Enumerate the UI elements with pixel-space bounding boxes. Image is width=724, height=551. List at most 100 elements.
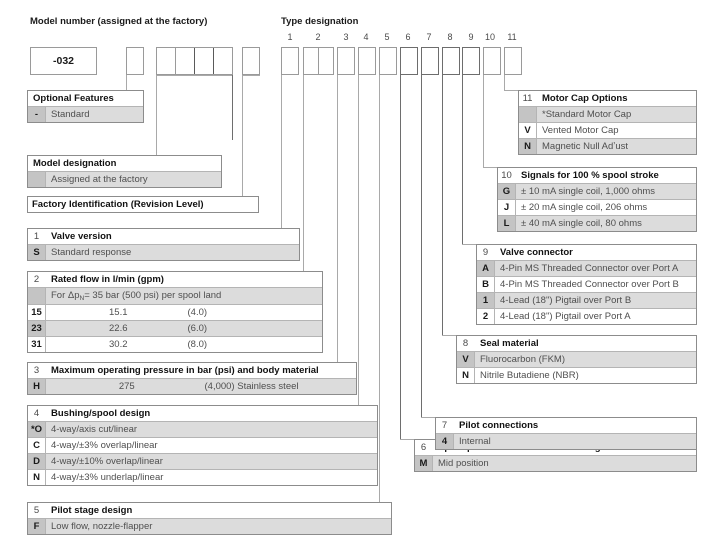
leader-model-designation-h bbox=[156, 75, 233, 76]
leader-2-v bbox=[303, 75, 304, 272]
td-box-4[interactable] bbox=[358, 47, 376, 75]
row-code: L bbox=[498, 216, 516, 231]
table-row[interactable]: *Standard Motor Cap bbox=[519, 106, 696, 122]
td-box-2[interactable] bbox=[303, 47, 334, 75]
table-row[interactable]: D 4-way/±10% overlap/linear bbox=[28, 453, 377, 469]
td-box-2-cell-1[interactable] bbox=[304, 48, 319, 74]
td-box-7[interactable] bbox=[421, 47, 439, 75]
table-row[interactable]: S Standard response bbox=[28, 244, 299, 260]
td-index-3: 3 bbox=[343, 32, 349, 42]
row-code: - bbox=[28, 107, 46, 122]
table-row[interactable]: Assigned at the factory bbox=[28, 171, 221, 187]
table-row: 3 Maximum operating pressure in bar (psi… bbox=[28, 363, 356, 378]
td-box-5[interactable] bbox=[379, 47, 397, 75]
td-box-11[interactable] bbox=[504, 47, 522, 75]
td-box-10[interactable] bbox=[483, 47, 501, 75]
table-max-pressure: 3 Maximum operating pressure in bar (psi… bbox=[27, 362, 357, 395]
table-row[interactable]: N Nitrile Butadiene (NBR) bbox=[457, 367, 696, 383]
table-valve-version: 1 Valve version S Standard response bbox=[27, 228, 300, 261]
table-row: 9 Valve connector bbox=[477, 245, 696, 260]
part-number-value: -032 bbox=[52, 55, 74, 67]
leader-optional-features-v bbox=[126, 75, 127, 91]
table-row[interactable]: V Vented Motor Cap bbox=[519, 122, 696, 138]
row-code: F bbox=[28, 519, 46, 534]
table-row[interactable]: L ± 40 mA single coil, 80 ohms bbox=[498, 215, 696, 231]
leader-factory-id-h bbox=[242, 75, 260, 76]
td-box-6[interactable] bbox=[400, 47, 418, 75]
leader-10-h bbox=[483, 167, 497, 168]
row-code: *O bbox=[28, 422, 46, 437]
row-desc: Fluorocarbon (FKM) bbox=[475, 352, 696, 367]
table-row[interactable]: G ± 10 mA single coil, 1,000 ohms bbox=[498, 183, 696, 199]
row-code: A bbox=[477, 261, 495, 276]
row-code: N bbox=[457, 368, 475, 383]
table-pilot-connections: 7 Pilot connections 4 Internal bbox=[435, 417, 697, 450]
table-row[interactable]: F Low flow, nozzle-flapper bbox=[28, 518, 391, 534]
table-row[interactable]: A 4-Pin MS Threaded Connector over Port … bbox=[477, 260, 696, 276]
row-code: D bbox=[28, 454, 46, 469]
leader-8-v bbox=[442, 75, 443, 336]
factory-identification-box[interactable] bbox=[242, 47, 260, 75]
table-row[interactable]: H 275 (4,000) Stainless steel bbox=[28, 378, 356, 394]
row-code: B bbox=[477, 277, 495, 292]
table-row: 1 Valve version bbox=[28, 229, 299, 244]
table-motor-cap: 11 Motor Cap Options *Standard Motor Cap… bbox=[518, 90, 697, 155]
optional-features-box[interactable] bbox=[126, 47, 144, 75]
td-box-3[interactable] bbox=[337, 47, 355, 75]
leader-4-v bbox=[358, 75, 359, 406]
table-model-designation: Model designation Assigned at the factor… bbox=[27, 155, 222, 188]
model-designation-cell-4[interactable] bbox=[214, 48, 232, 74]
model-designation-cell-2[interactable] bbox=[176, 48, 195, 74]
row-code: C bbox=[28, 438, 46, 453]
row-lpm: 15.1 bbox=[46, 305, 186, 320]
row-code: N bbox=[519, 139, 537, 154]
table-row[interactable]: B 4-Pin MS Threaded Connector over Port … bbox=[477, 276, 696, 292]
table-row[interactable]: 1 4-Lead (18") Pigtail over Port B bbox=[477, 292, 696, 308]
table-row[interactable]: J ± 20 mA single coil, 206 ohms bbox=[498, 199, 696, 215]
part-number-box[interactable]: -032 bbox=[30, 47, 97, 75]
model-designation-cell-1[interactable] bbox=[157, 48, 176, 74]
table-row[interactable]: 31 30.2 (8.0) bbox=[28, 336, 322, 352]
row-code: 2 bbox=[477, 309, 495, 324]
leader-8-h bbox=[442, 335, 456, 336]
leader-factory-id-v bbox=[242, 75, 243, 196]
row-desc: 4-way/axis cut/linear bbox=[46, 422, 377, 437]
leader-model-designation-v bbox=[156, 75, 157, 155]
model-designation-cell-3[interactable] bbox=[195, 48, 214, 74]
subheader-tail: per spool land bbox=[161, 290, 222, 301]
td-box-1[interactable] bbox=[281, 47, 299, 75]
table-row: 4 Bushing/spool design bbox=[28, 406, 377, 421]
subheader-mid: = 35 bar (500 psi) bbox=[84, 290, 159, 301]
table-row[interactable]: V Fluorocarbon (FKM) bbox=[457, 351, 696, 367]
section-number: 10 bbox=[498, 168, 516, 183]
signals-title: Signals for 100 % spool stroke bbox=[516, 168, 696, 183]
row-desc: 4-Pin MS Threaded Connector over Port B bbox=[495, 277, 696, 292]
row-desc: Vented Motor Cap bbox=[537, 123, 696, 138]
subheader-prefix: For Δp bbox=[51, 290, 80, 301]
row-code: M bbox=[415, 456, 433, 471]
leader-6-v bbox=[400, 75, 401, 440]
table-row[interactable]: *O 4-way/axis cut/linear bbox=[28, 421, 377, 437]
table-row[interactable]: N Magnetic Null Adʼust bbox=[519, 138, 696, 154]
td-box-2-cell-2[interactable] bbox=[319, 48, 333, 74]
table-row[interactable]: 15 15.1 (4.0) bbox=[28, 304, 322, 320]
table-row[interactable]: C 4-way/±3% overlap/linear bbox=[28, 437, 377, 453]
row-code bbox=[519, 107, 537, 122]
section-number: 8 bbox=[457, 336, 475, 351]
row-desc: 4-way/±3% underlap/linear bbox=[46, 470, 377, 485]
table-row[interactable]: 2 4-Lead (18") Pigtail over Port A bbox=[477, 308, 696, 324]
table-row[interactable]: N 4-way/±3% underlap/linear bbox=[28, 469, 377, 485]
td-box-9[interactable] bbox=[462, 47, 480, 75]
table-row: For ΔpN= 35 bar (500 psi) per spool land bbox=[28, 287, 322, 304]
row-code: N bbox=[28, 470, 46, 485]
table-row[interactable]: 4 Internal bbox=[436, 433, 696, 449]
leader-6-h bbox=[400, 439, 414, 440]
table-row[interactable]: - Standard bbox=[28, 106, 143, 122]
td-index-6: 6 bbox=[405, 32, 411, 42]
table-row[interactable]: M Mid position bbox=[415, 455, 696, 471]
row-lpm: 30.2 bbox=[46, 337, 186, 352]
table-row[interactable]: 23 22.6 (6.0) bbox=[28, 320, 322, 336]
row-psi-value: (4,000) bbox=[204, 381, 235, 392]
td-box-8[interactable] bbox=[442, 47, 460, 75]
model-designation-box[interactable] bbox=[156, 47, 233, 75]
